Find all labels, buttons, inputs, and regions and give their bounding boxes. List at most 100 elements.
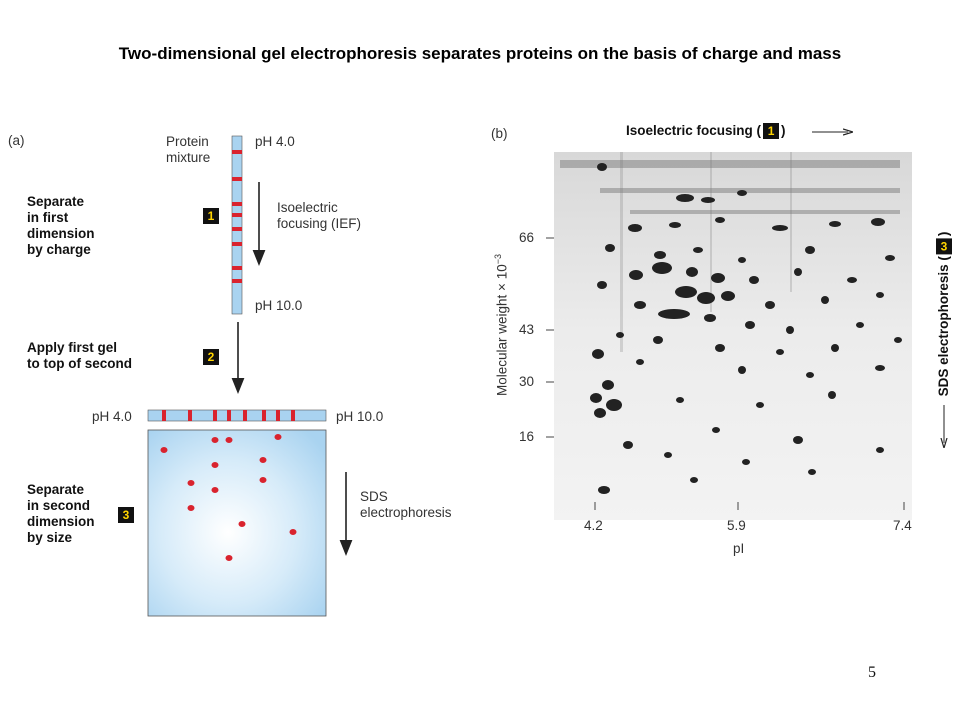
spot: [821, 296, 829, 304]
spot: [634, 301, 646, 309]
gel-photo: [554, 152, 912, 520]
top-axis-close-paren: ): [781, 123, 786, 138]
x-tick-4-2: 4.2: [584, 518, 603, 533]
spot: [652, 262, 672, 274]
spot: [693, 247, 703, 253]
spot: [592, 349, 604, 359]
protein-spot: [259, 477, 267, 483]
spot: [701, 197, 715, 203]
step1-description: Separate in first dimension by charge: [27, 194, 95, 257]
spot: [628, 224, 642, 232]
step2-description: Apply first gel to top of second: [27, 340, 132, 371]
spot: [742, 459, 750, 465]
spot: [805, 246, 815, 254]
protein-spot: [238, 521, 246, 527]
protein-spot: [211, 437, 219, 443]
strip-band: [243, 410, 247, 421]
spot: [738, 366, 746, 374]
spot: [738, 257, 746, 263]
spot: [749, 276, 759, 284]
horizontal-strip-bands: [162, 410, 295, 421]
step2-badge: 2: [203, 349, 219, 365]
spot: [658, 309, 690, 319]
spot: [808, 469, 816, 475]
strip-band: [213, 410, 217, 421]
spot: [847, 277, 857, 283]
strip-band: [232, 150, 242, 154]
strip-band: [232, 213, 242, 217]
spot: [686, 267, 698, 277]
slab-gel: [147, 429, 327, 617]
spot: [602, 380, 614, 390]
gel-spots: [160, 434, 297, 561]
panel-b-label: (b): [491, 126, 508, 141]
spot: [793, 436, 803, 444]
spot: [776, 349, 784, 355]
step3-badge: 3: [118, 507, 134, 523]
spot: [712, 427, 720, 433]
x-axis-label: pI: [733, 541, 745, 556]
protein-spot: [225, 437, 233, 443]
y-tick-43: 43: [519, 322, 535, 337]
x-tick-5-9: 5.9: [727, 518, 746, 533]
y-tick-30: 30: [519, 374, 535, 389]
strip-band: [232, 242, 242, 246]
gel-smears: [560, 160, 900, 214]
spot: [828, 391, 836, 399]
spot: [711, 273, 725, 283]
strip-band: [291, 410, 295, 421]
x-tick-7-4: 7.4: [893, 518, 912, 533]
strip-band: [276, 410, 280, 421]
protein-spot: [274, 434, 282, 440]
strip-band: [227, 410, 231, 421]
protein-mixture-label: Protein mixture: [166, 134, 211, 165]
spot: [616, 332, 624, 338]
strip-band: [232, 266, 242, 270]
spot: [765, 301, 775, 309]
spot: [894, 337, 902, 343]
spot: [598, 486, 610, 494]
page-number: 5: [868, 664, 876, 681]
strip-band: [188, 410, 192, 421]
spot: [756, 402, 764, 408]
top-axis-step-badge: 1: [763, 122, 780, 139]
strip-band: [232, 279, 242, 283]
axis-ticks: [546, 237, 905, 510]
protein-spot: [211, 487, 219, 493]
streak: [790, 152, 792, 292]
spot: [786, 326, 794, 334]
spot: [676, 194, 694, 202]
protein-spot: [187, 505, 195, 511]
spot: [715, 217, 725, 223]
protein-spot: [211, 462, 219, 468]
protein-spot: [160, 447, 168, 453]
spot: [653, 336, 663, 344]
spot: [606, 399, 622, 411]
spot: [772, 225, 788, 231]
spot: [737, 190, 747, 196]
ph-bottom-label: pH 10.0: [255, 298, 303, 313]
ief-strip: [231, 135, 243, 315]
spot: [654, 251, 666, 259]
spot: [697, 292, 715, 304]
protein-spot: [187, 480, 195, 486]
spot: [856, 322, 864, 328]
strip-band: [232, 202, 242, 206]
spot: [597, 163, 607, 171]
spot: [636, 359, 644, 365]
spot: [721, 291, 735, 301]
strip-band: [232, 177, 242, 181]
spot: [597, 281, 607, 289]
streak: [710, 152, 712, 312]
strip-band: [162, 410, 166, 421]
sds-label: SDS electrophoresis: [360, 489, 452, 520]
spot: [829, 221, 841, 227]
smear: [600, 188, 900, 193]
spot: [690, 477, 698, 483]
spot: [745, 321, 755, 329]
spot: [590, 393, 602, 403]
step1-badge: 1: [203, 208, 219, 224]
strip-band: [232, 227, 242, 231]
spot: [676, 397, 684, 403]
spot: [831, 344, 839, 352]
